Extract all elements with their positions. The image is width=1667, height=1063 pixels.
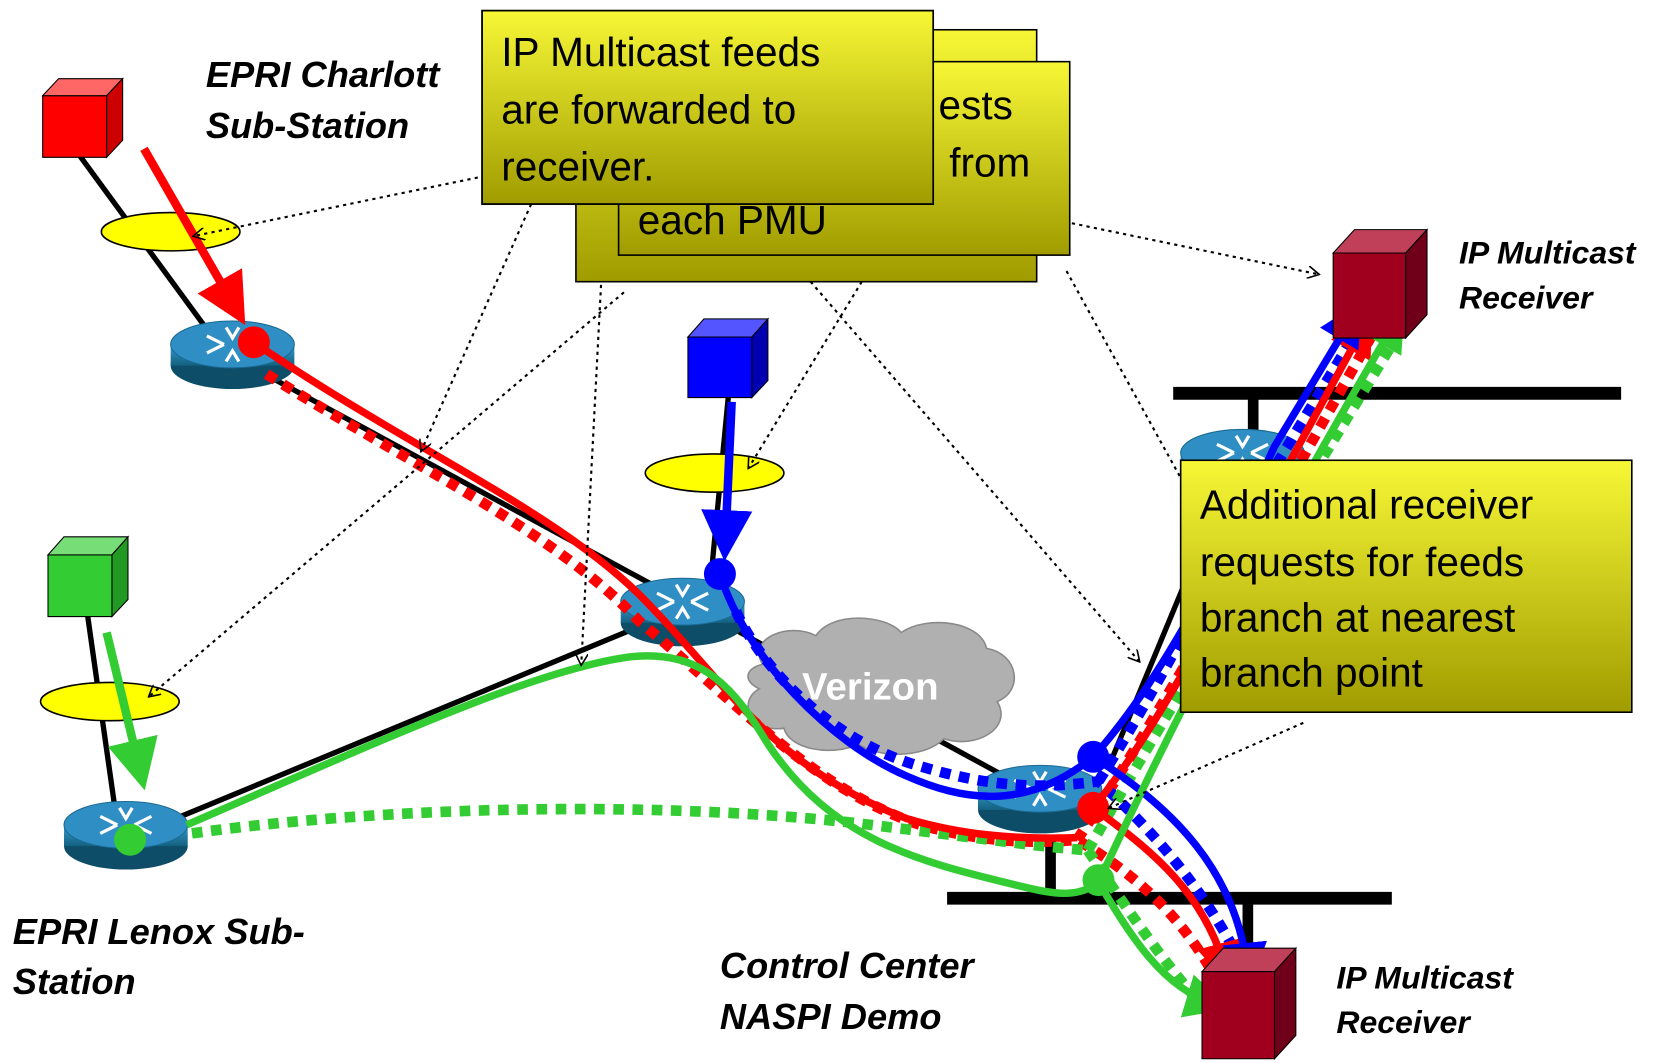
- pmu-cube-icon: [41, 77, 124, 159]
- charlotte-feed-arrow: [140, 146, 246, 326]
- control-center-label: NASPI Demo: [720, 996, 942, 1037]
- pmu-ellipse-lenox: [39, 681, 180, 722]
- receiver-bottom-label: Receiver: [1336, 1004, 1471, 1040]
- callout-branch-line: Additional receiver: [1200, 482, 1533, 528]
- lenox-feed-arrow: [102, 631, 158, 791]
- receiver-bottom-label: IP Multicast: [1336, 960, 1514, 996]
- callout-front-border: [481, 9, 935, 205]
- pmu-cube-icon: [686, 317, 770, 399]
- callout-middle-line: ests: [939, 82, 1013, 128]
- callout-front: IP Multicast feeds are forwarded to rece…: [481, 9, 935, 205]
- blue-feed-arrow: [701, 401, 753, 562]
- branch-point: [1077, 791, 1110, 824]
- receiver-icon: [1331, 228, 1429, 340]
- callout-branch-line: branch point: [1200, 650, 1423, 696]
- branch-point: [1082, 864, 1115, 897]
- branch-point: [237, 326, 270, 359]
- callout-front-line: IP Multicast feeds: [501, 29, 820, 75]
- pmu-ellipse-charlotte: [100, 211, 241, 252]
- pmu-ellipse-middle: [644, 453, 785, 493]
- lenox-label: EPRI Lenox Sub-: [13, 911, 305, 952]
- callout-branch-line: requests for feeds: [1200, 539, 1524, 585]
- callout-front-line: receiver.: [501, 144, 654, 190]
- receiver-icon: [1200, 946, 1298, 1061]
- callout-branch: Additional receiver requests for feeds b…: [1179, 459, 1633, 714]
- pointer-arrows: [149, 176, 1318, 808]
- cloud-label: Verizon: [802, 666, 939, 709]
- branch-point: [1077, 740, 1110, 773]
- callout-front-line: are forwarded to: [501, 86, 796, 132]
- receiver-top-label: IP Multicast: [1459, 235, 1637, 271]
- callout-branch-line: branch at nearest: [1200, 594, 1515, 640]
- branch-point: [114, 823, 147, 856]
- charlotte-label: EPRI Charlott: [206, 54, 442, 95]
- receiver-top-label: Receiver: [1459, 279, 1594, 315]
- lenox-label: Station: [13, 961, 136, 1002]
- branch-point: [703, 558, 736, 590]
- pmu-cube-icon: [46, 535, 130, 618]
- charlotte-label: Sub-Station: [206, 105, 409, 146]
- callout-middle-line: from: [949, 140, 1030, 186]
- control-center-label: Control Center: [720, 945, 976, 986]
